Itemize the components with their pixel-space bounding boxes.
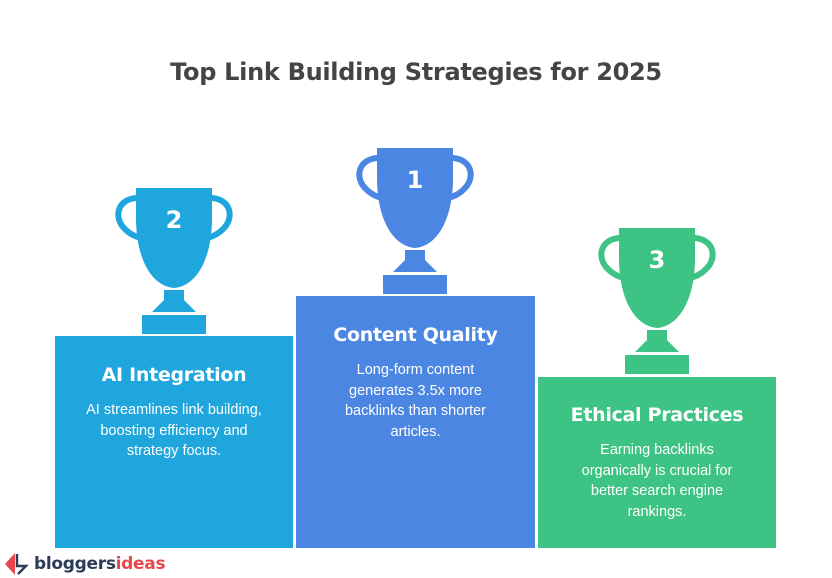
podium-block-ai-integration: AI Integration AI streamlines link build… xyxy=(55,336,293,548)
logo-mark-icon xyxy=(5,553,29,575)
trophy-rank-2: 2 xyxy=(112,188,236,334)
block-heading: Content Quality xyxy=(333,324,498,346)
bloggersideas-logo: bloggersideas xyxy=(4,552,166,576)
block-heading: Ethical Practices xyxy=(570,404,744,426)
trophy-rank-1: 1 xyxy=(353,148,477,294)
block-heading: AI Integration xyxy=(101,364,247,386)
rank-number: 3 xyxy=(648,246,666,274)
block-description: AI streamlines link building, boosting e… xyxy=(86,402,262,459)
trophy-icon xyxy=(598,228,716,374)
rank-number: 2 xyxy=(165,206,183,234)
page-title: Top Link Building Strategies for 2025 xyxy=(170,58,662,86)
podium-block-ethical-practices: Ethical Practices Earning backlinks orga… xyxy=(538,377,776,548)
trophy-icon xyxy=(115,188,233,334)
logo-text-bloggers: bloggers xyxy=(34,554,116,574)
trophy-icon xyxy=(356,148,474,294)
block-description: Long-form content generates 3.5x more ba… xyxy=(344,362,487,440)
block-description: Earning backlinks organically is crucial… xyxy=(581,442,733,520)
logo-text-ideas: ideas xyxy=(115,554,166,574)
trophy-rank-3: 3 xyxy=(595,228,719,374)
podium-block-content-quality: Content Quality Long-form content genera… xyxy=(296,296,535,548)
rank-number: 1 xyxy=(406,166,424,194)
